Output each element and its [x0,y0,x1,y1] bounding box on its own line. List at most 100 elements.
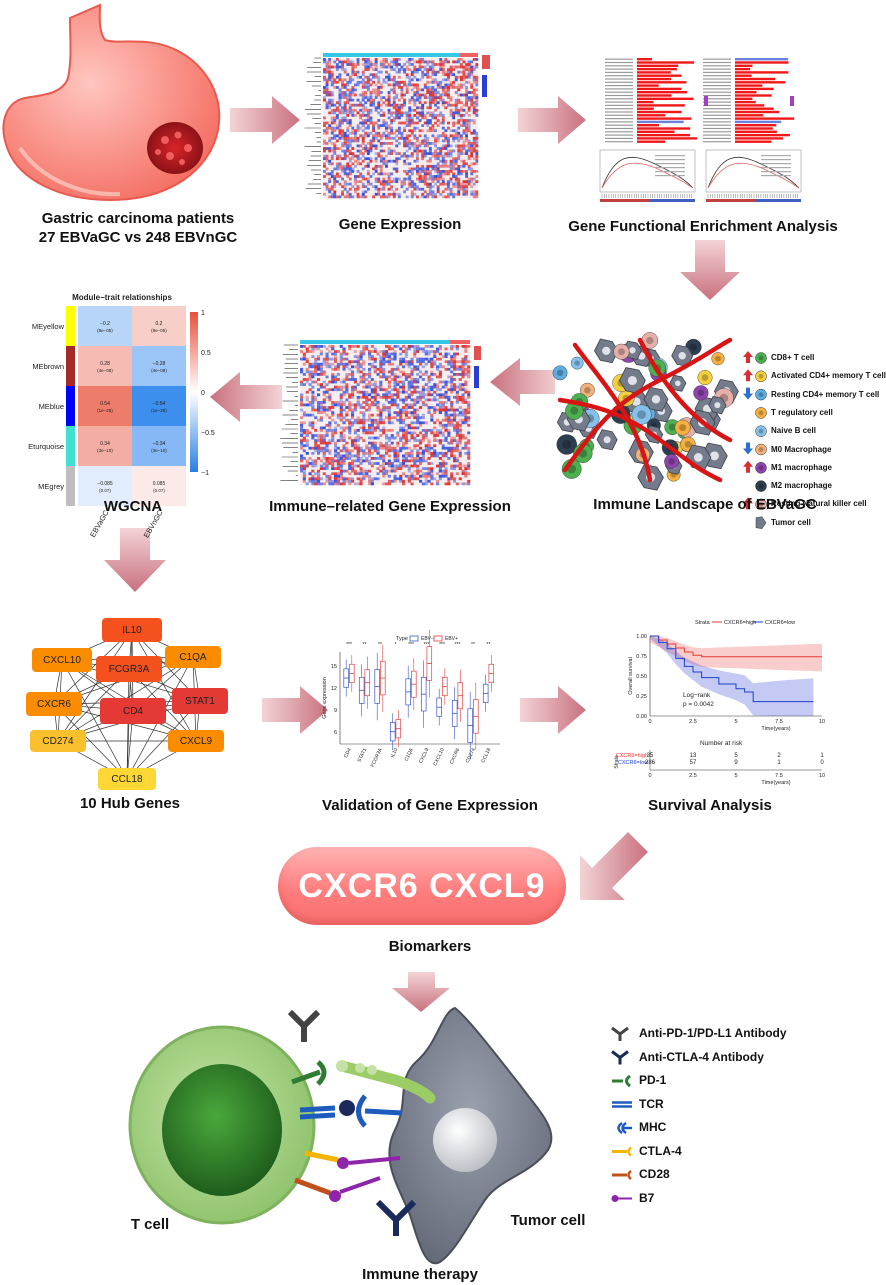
heatmap-cell [328,479,332,483]
heatmap-cell [359,362,363,366]
heatmap-cell [311,446,315,450]
wgcna-scale-tick: 1 [201,310,205,317]
heatmap-cell [335,80,339,84]
heatmap-cell [325,352,329,356]
heatmap-cell [404,362,408,366]
heatmap-cell [475,136,479,140]
heatmap-cell [314,479,318,483]
heatmap-cell [368,413,372,417]
heatmap-cell [370,345,374,348]
heatmap-cell [464,467,468,470]
heatmap-cell [447,398,451,402]
heatmap-cell [390,449,394,453]
heatmap-cell [387,142,391,145]
heatmap-cell [374,60,378,64]
survival-x-tick: 5 [734,719,737,725]
heatmap-cell [430,477,434,481]
heatmap-cell [444,367,448,371]
heatmap-cell [387,345,391,348]
heatmap-cell [311,477,315,481]
heatmap-cell [346,164,350,168]
heatmap-cell [396,393,400,397]
heatmap-cell [449,68,453,71]
heatmap-cell [447,408,451,412]
heatmap-cell [399,413,403,417]
heatmap-cell [441,403,445,407]
heatmap-cell [458,451,462,455]
heatmap-cell [407,388,411,392]
heatmap-cell [434,63,437,66]
heatmap-cell [419,347,423,351]
heatmap-cell [472,68,476,71]
heatmap-cell [343,78,347,82]
heatmap-cell [308,401,312,404]
survival-curve [650,635,822,658]
heatmap-cell [410,73,414,77]
heatmap-cell [461,408,465,412]
enrichment-term-line [703,121,731,123]
heatmap-cell [436,180,440,183]
heatmap-cell [343,68,347,71]
heatmap-cell [418,93,422,97]
heatmap-cell [317,373,321,376]
heatmap-cell [421,457,425,460]
wgcna-title: Module−trait relationships [72,293,172,302]
heatmap-cell [454,131,458,135]
survival-ci-band [650,636,822,672]
enrichment-bar [637,140,666,143]
heatmap-cell [387,479,391,483]
heatmap-cell [421,451,425,455]
heatmap-cell [416,116,419,120]
heatmap-cell [416,457,420,460]
heatmap-cell [407,373,411,376]
heatmap-cell [452,60,456,64]
heatmap-cell [444,352,448,356]
heatmap-cell [379,98,383,102]
heatmap-cell [462,152,466,155]
heatmap-cell [444,88,448,92]
heatmap-cell [385,472,389,476]
heatmap-cell [364,185,368,189]
heatmap-cell [328,190,332,194]
gsea-legend-line [655,155,685,157]
heatmap-cell [450,449,454,453]
heatmap-cell [455,373,459,376]
heatmap-cell [356,357,360,361]
heatmap-cell [449,129,453,133]
heatmap-cell [372,195,375,199]
heatmap-cell [373,393,377,397]
heatmap-cell [356,482,360,486]
heatmap-cell [472,58,476,61]
heatmap-cell [459,83,463,87]
heatmap-cell [467,464,471,468]
heatmap-cell [436,418,440,422]
heatmap-cell [421,60,425,64]
heatmap-cell [311,395,315,399]
heatmap-cell [351,131,355,135]
heatmap-cell [356,464,360,468]
heatmap-cell [348,170,352,173]
heatmap-cell [348,124,352,127]
heatmap-cell [390,373,394,376]
heatmap-cell [428,93,432,97]
heatmap-cell [382,78,386,82]
heatmap-cell [376,373,380,376]
heatmap-cell [387,444,391,448]
heatmap-cell [430,370,434,374]
heatmap-cell [444,385,448,389]
enrichment-bar [735,64,753,67]
heatmap-cell [325,449,329,453]
heatmap-cell [396,434,400,437]
heatmap-cell [427,439,431,442]
heatmap-cell [311,347,315,351]
heatmap-cell [453,413,457,417]
survival-x-tick: 10 [819,719,825,725]
heatmap-cell [458,439,462,442]
heatmap-cell [459,116,463,120]
immune-cell [552,365,568,381]
heatmap-cell [397,106,401,110]
heatmap-cell [393,454,397,458]
heatmap-cell [379,172,383,176]
heatmap-cell [368,459,372,463]
heatmap-cell [453,423,457,427]
